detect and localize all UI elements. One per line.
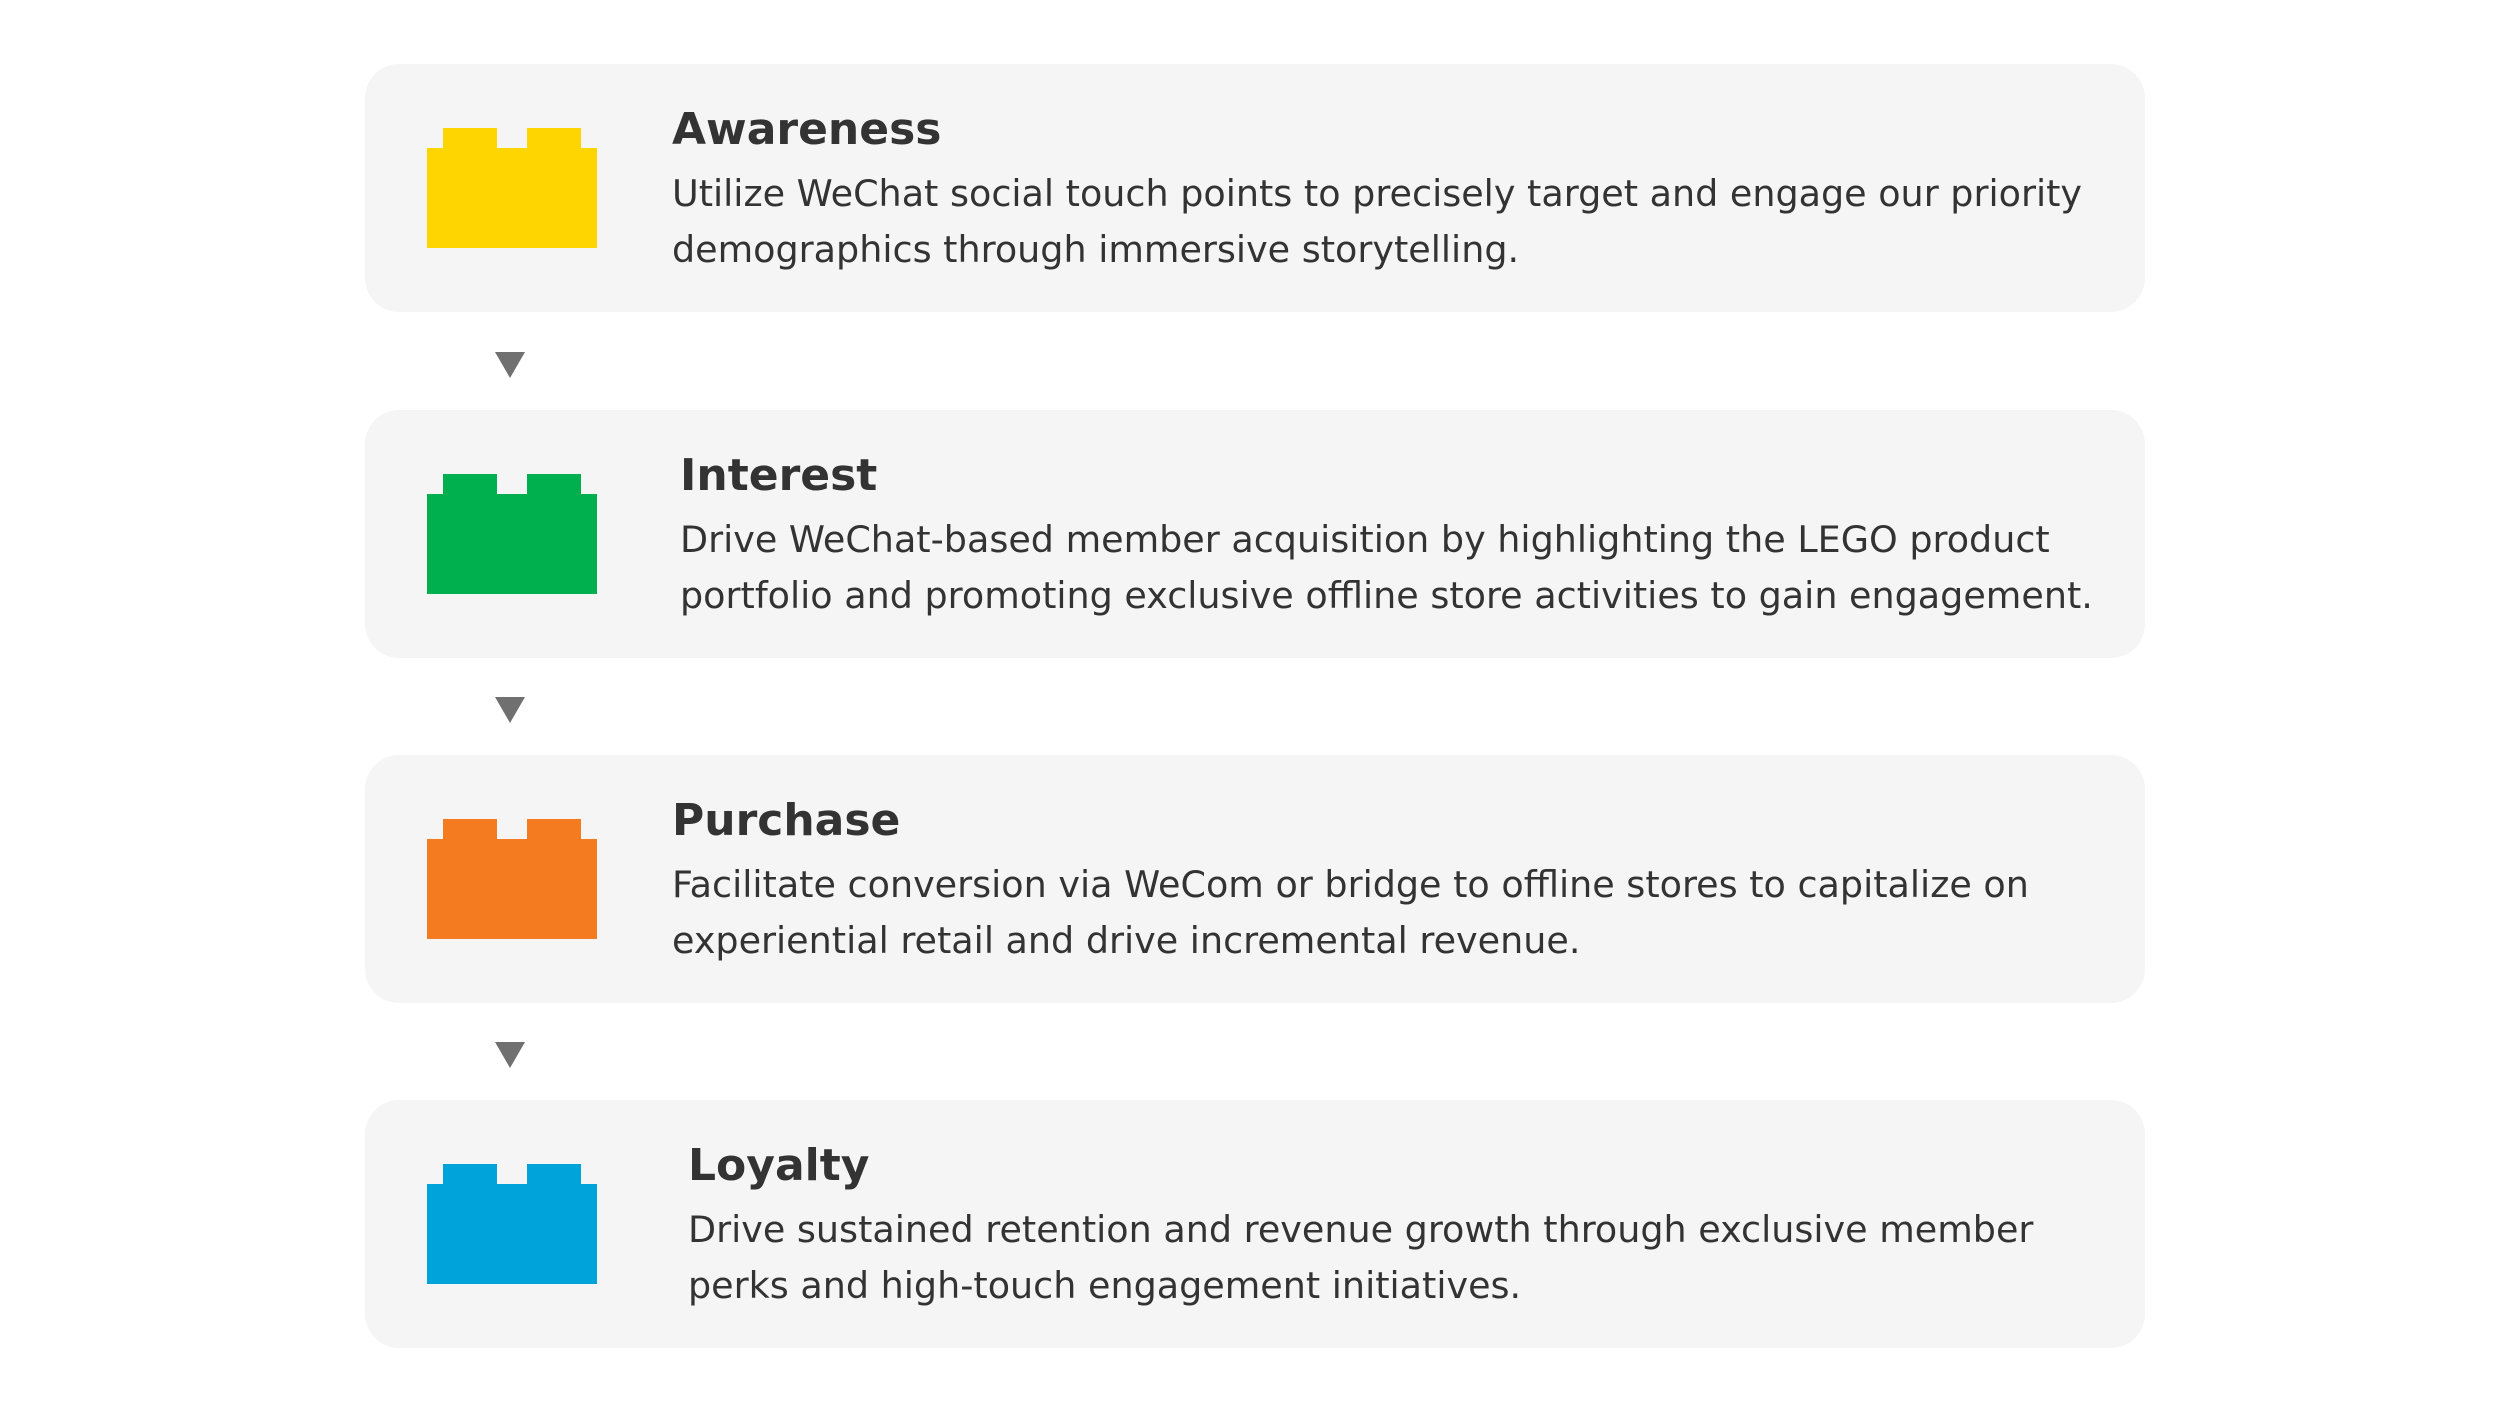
brick-shape <box>427 128 597 248</box>
triangle-down-icon <box>495 1042 525 1068</box>
stage-description-line: experiential retail and drive incrementa… <box>672 919 1581 962</box>
stage-description-line: perks and high-touch engagement initiati… <box>688 1264 1522 1307</box>
stage-title: Loyalty <box>688 1140 870 1191</box>
lego-brick-icon <box>427 819 597 939</box>
stage-description: Utilize WeChat social touch points to pr… <box>672 166 2083 278</box>
stage-card-interest: Interest Drive WeChat-based member acqui… <box>365 410 2145 658</box>
stage-description-line: Facilitate conversion via WeCom or bridg… <box>672 863 2029 906</box>
arrow-shape <box>495 697 525 723</box>
brick-shape <box>427 819 597 939</box>
lego-brick-icon <box>427 474 597 594</box>
stage-title: Purchase <box>672 795 901 846</box>
stage-card-purchase: Purchase Facilitate conversion via WeCom… <box>365 755 2145 1003</box>
brick-shape <box>427 474 597 594</box>
stage-description: Drive sustained retention and revenue gr… <box>688 1202 2088 1314</box>
stage-title: Awareness <box>672 104 942 155</box>
arrow-shape <box>495 1042 525 1068</box>
stage-description: Drive WeChat-based member acquisition by… <box>680 512 2093 624</box>
stage-description-line: portfolio and promoting exclusive offlin… <box>680 574 2093 617</box>
lego-brick-icon <box>427 1164 597 1284</box>
arrow-shape <box>495 352 525 378</box>
triangle-down-icon <box>495 697 525 723</box>
stage-description-line: demographics through immersive storytell… <box>672 228 1520 271</box>
triangle-down-icon <box>495 352 525 378</box>
stage-card-loyalty: Loyalty Drive sustained retention and re… <box>365 1100 2145 1348</box>
brick-shape <box>427 1164 597 1284</box>
stage-description-line: Utilize WeChat social touch points to pr… <box>672 172 2083 215</box>
stage-description: Facilitate conversion via WeCom or bridg… <box>672 857 2072 969</box>
stage-description-line: Drive WeChat-based member acquisition by… <box>680 518 2050 561</box>
stage-description-line: Drive sustained retention and revenue gr… <box>688 1208 2034 1251</box>
lego-brick-icon <box>427 128 597 248</box>
stage-title: Interest <box>680 450 878 501</box>
stage-card-awareness: Awareness Utilize WeChat social touch po… <box>365 64 2145 312</box>
